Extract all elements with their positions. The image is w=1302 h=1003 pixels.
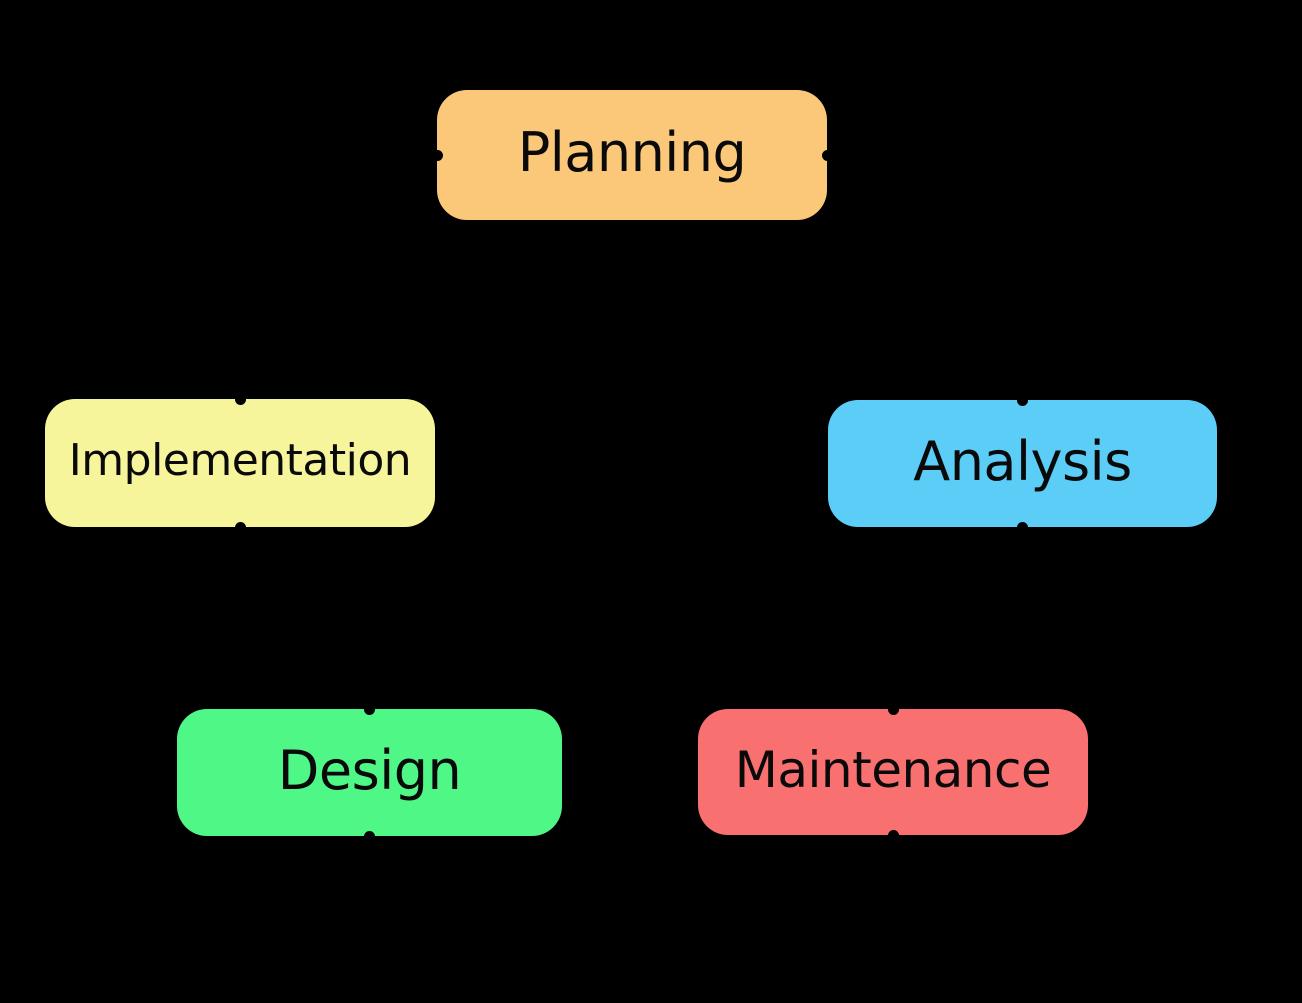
- node-design[interactable]: Design: [177, 703, 562, 842]
- node-design-label: Design: [277, 738, 462, 802]
- node-analysis[interactable]: Analysis: [828, 394, 1217, 533]
- node-implementation[interactable]: Implementation: [45, 393, 435, 533]
- connector-dot-bottom[interactable]: [234, 521, 246, 533]
- connector-dot-right[interactable]: [821, 149, 833, 161]
- connector-dot-top[interactable]: [887, 703, 899, 715]
- connector-dot-bottom[interactable]: [887, 829, 899, 841]
- node-maintenance[interactable]: Maintenance: [698, 703, 1088, 841]
- node-planning[interactable]: Planning: [431, 90, 833, 220]
- connector-dot-left[interactable]: [431, 149, 443, 161]
- node-maintenance-label: Maintenance: [734, 741, 1052, 799]
- connector-dot-bottom[interactable]: [1017, 521, 1028, 533]
- connector-dot-top[interactable]: [234, 393, 246, 405]
- connector-dot-top[interactable]: [364, 703, 375, 715]
- node-analysis-label: Analysis: [913, 429, 1132, 493]
- node-implementation-label: Implementation: [68, 435, 412, 486]
- connector-dot-bottom[interactable]: [364, 830, 375, 842]
- connector-dot-top[interactable]: [1017, 394, 1028, 406]
- node-planning-label: Planning: [517, 121, 747, 184]
